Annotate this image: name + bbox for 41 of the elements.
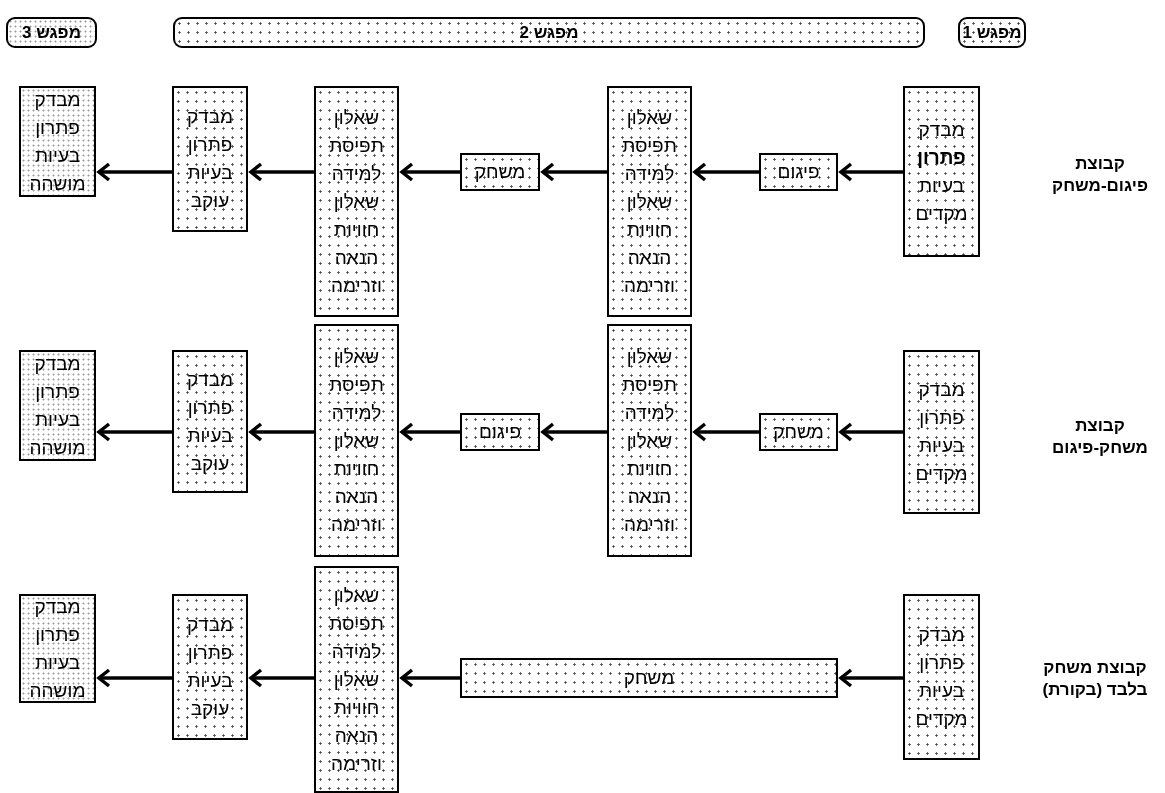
arrow [839,422,903,442]
process-box: מבדק פתרון בעיות מקדים [903,594,980,760]
process-box: מבדק פתרון בעיות מושהה [19,86,96,197]
process-box: מבדק פתרון בעיות מושהה [19,350,96,461]
process-box: משחק [460,658,838,698]
process-box: משחק [759,413,838,451]
arrow [541,162,607,182]
process-box: משחק [460,153,540,191]
arrow [693,422,759,442]
arrow [541,422,607,442]
group-label: קבוצת משחק-פיגום [1051,415,1149,459]
process-box: פיגום [460,413,540,451]
session-banner: מפגש 1 [958,17,1026,48]
process-box: מבדק פתרון בעיות מקדים [903,350,980,514]
arrow [400,668,460,688]
process-box: שאלון תפיסת למידה שאלון חוויות הנאה וזרימה [607,86,692,317]
process-box: שאלון תפיסת למידה שאלון חוויות הנאה וזרימה [314,324,399,557]
process-box: מבדק פתרון בעיות עוקב [172,86,248,232]
arrow [693,162,759,182]
arrow [839,162,903,182]
process-box: מבדק פתרון בעיות עוקב [172,350,248,493]
arrow [97,162,172,182]
session-banner: מפגש 2 [173,17,925,48]
arrow [97,668,172,688]
process-box: פיגום [759,153,838,191]
process-box: מבדק פתרון בעיות מקדים [903,86,980,257]
arrow [839,668,903,688]
process-box: מבדק פתרון בעיות מושהה [19,594,96,703]
process-box: שאלון תפיסת למידה שאלון חוויות הנאה וזרימה [314,566,399,793]
arrow [249,422,314,442]
arrow [400,422,460,442]
process-box: מבדק פתרון בעיות עוקב [172,594,248,740]
arrow [249,668,314,688]
arrow [97,422,172,442]
session-banner: מפגש 3 [6,17,97,48]
arrow [249,162,314,182]
group-label: קבוצת משחק בלבד (בקורת) [1041,657,1149,701]
process-box: שאלון תפיסת למידה שאלון חוויות הנאה וזרימה [314,86,399,317]
group-label: קבוצת פיגום-משחק [1051,153,1149,197]
arrow [400,162,460,182]
process-box: שאלון תפיסת למידה שאלון חוויות הנאה וזרימה [607,324,692,557]
